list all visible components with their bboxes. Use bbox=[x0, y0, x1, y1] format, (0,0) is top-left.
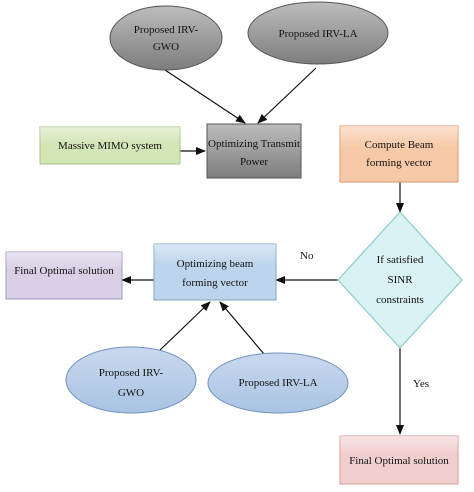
box-optimizing-beam: Optimizing beam forming vector bbox=[153, 243, 277, 301]
box-optimizing-power: Optimizing Transmit Power bbox=[206, 123, 302, 179]
box-massive-mimo: Massive MIMO system bbox=[39, 126, 181, 165]
box-massive-mimo-label: Massive MIMO system bbox=[58, 140, 162, 152]
oval-irv-gwo-top-line2: GWO bbox=[153, 41, 179, 53]
box-compute-beam-line1: Compute Beam bbox=[365, 139, 434, 151]
oval-irv-gwo-bottom: Proposed IRV- GWO bbox=[65, 346, 197, 414]
box-compute-beam-line2: forming vector bbox=[366, 157, 432, 169]
edge-label-yes: Yes bbox=[413, 378, 429, 390]
diamond-sinr-line3: constraints bbox=[376, 294, 424, 306]
oval-irv-la-top-label: Proposed IRV-LA bbox=[278, 28, 357, 40]
edge-label-no: No bbox=[300, 250, 314, 262]
box-optimizing-beam-line1: Optimizing beam bbox=[177, 258, 254, 270]
arrow-gwo-bottom-to-optimize bbox=[157, 301, 211, 353]
oval-irv-la-bottom: Proposed IRV-LA bbox=[207, 352, 349, 414]
box-final-left-label: Final Optimal solution bbox=[14, 265, 114, 277]
connectors bbox=[121, 67, 404, 435]
box-optimizing-power-line1: Optimizing Transmit bbox=[208, 138, 300, 150]
oval-irv-gwo-bottom-line1: Proposed IRV- bbox=[99, 367, 164, 379]
diamond-sinr-line1: If satisfied bbox=[377, 254, 424, 266]
oval-irv-la-bottom-label: Proposed IRV-LA bbox=[238, 377, 317, 389]
arrow-gwo-top-to-power bbox=[161, 67, 246, 124]
box-final-bottom: Final Optimal solution bbox=[339, 435, 459, 485]
box-optimizing-beam-line2: forming vector bbox=[182, 277, 248, 289]
box-final-bottom-label: Final Optimal solution bbox=[349, 455, 449, 467]
box-final-left: Final Optimal solution bbox=[5, 251, 123, 300]
oval-irv-la-top: Proposed IRV-LA bbox=[247, 1, 389, 65]
oval-irv-gwo-bottom-line2: GWO bbox=[118, 387, 144, 399]
arrow-la-top-to-power bbox=[257, 67, 317, 124]
box-optimizing-power-line2: Power bbox=[240, 156, 268, 168]
oval-irv-gwo-top: Proposed IRV- GWO bbox=[109, 5, 223, 71]
oval-irv-gwo-top-line1: Proposed IRV- bbox=[134, 24, 199, 36]
box-compute-beam: Compute Beam forming vector bbox=[339, 125, 459, 183]
diamond-sinr-line2: SINR bbox=[387, 274, 413, 286]
arrow-la-bottom-to-optimize bbox=[219, 301, 265, 355]
diamond-sinr-decision: If satisfied SINR constraints bbox=[337, 211, 463, 349]
